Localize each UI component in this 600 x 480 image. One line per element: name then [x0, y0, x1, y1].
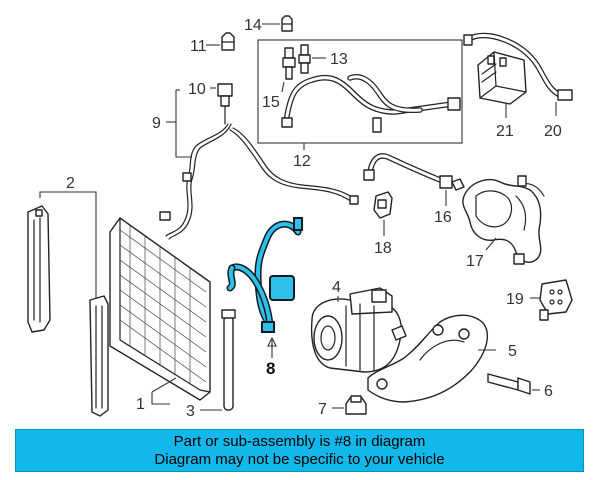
callout-labels: 1 2 3 4 5 6 7 8 9 10 11 12 13 14 15 16 1…	[66, 17, 562, 420]
callout-21: 21	[496, 123, 514, 140]
part-5-bracket	[367, 314, 489, 403]
callout-10: 10	[188, 81, 206, 98]
callout-4: 4	[332, 279, 341, 296]
callout-11: 11	[190, 38, 207, 55]
part-16-pipe	[363, 153, 465, 191]
part-7-mount	[345, 395, 367, 415]
callout-19: 19	[506, 291, 524, 308]
callout-15: 15	[262, 94, 280, 111]
part-19-connector	[539, 279, 573, 321]
part-21-dryer	[477, 51, 527, 105]
callout-1: 1	[136, 396, 145, 413]
part-6-bolt	[487, 373, 531, 395]
part-3-receiver	[221, 309, 236, 411]
condenser-grille	[119, 226, 207, 383]
part-15-sensor	[282, 47, 296, 80]
part-12-pipe	[281, 74, 461, 133]
part-4-compressor	[310, 287, 407, 373]
part-11-cap	[221, 32, 235, 51]
callout-18: 18	[374, 240, 392, 257]
callout-2: 2	[66, 175, 75, 192]
banner-line-part-number: Part or sub-assembly is #8 in diagram	[173, 433, 426, 450]
callout-13: 13	[330, 51, 348, 68]
callout-16: 16	[434, 209, 452, 226]
callout-9: 9	[152, 115, 161, 132]
callout-3: 3	[186, 403, 195, 420]
part-14-cap	[281, 15, 293, 32]
leader-lines	[39, 23, 557, 411]
banner-line-disclaimer: Diagram may not be specific to your vehi…	[154, 451, 445, 468]
part-1-condenser	[109, 217, 211, 401]
part-17-housing	[462, 175, 545, 265]
callout-12: 12	[293, 153, 311, 170]
part-20-line	[463, 32, 573, 101]
callout-5: 5	[508, 343, 517, 360]
part-8-hose-highlight	[226, 217, 303, 333]
part-2-shroud	[27, 205, 109, 417]
parts-diagram: 1 2 3 4 5 6 7 8 9 10 11 12 13 14 15 16 1…	[27, 15, 573, 420]
callout-20: 20	[544, 123, 562, 140]
part-18-bracket	[373, 191, 393, 219]
callout-7: 7	[318, 401, 327, 418]
part-10-valve	[217, 83, 233, 125]
callout-8: 8	[266, 359, 275, 378]
callout-14: 14	[244, 17, 262, 34]
info-banner: Part or sub-assembly is #8 in diagram Di…	[15, 429, 584, 472]
part-13-sensor	[298, 44, 311, 74]
callout-17: 17	[466, 253, 484, 270]
part-9-pipe	[159, 123, 359, 240]
assembly-box-12	[257, 39, 463, 144]
callout-6: 6	[544, 383, 553, 400]
